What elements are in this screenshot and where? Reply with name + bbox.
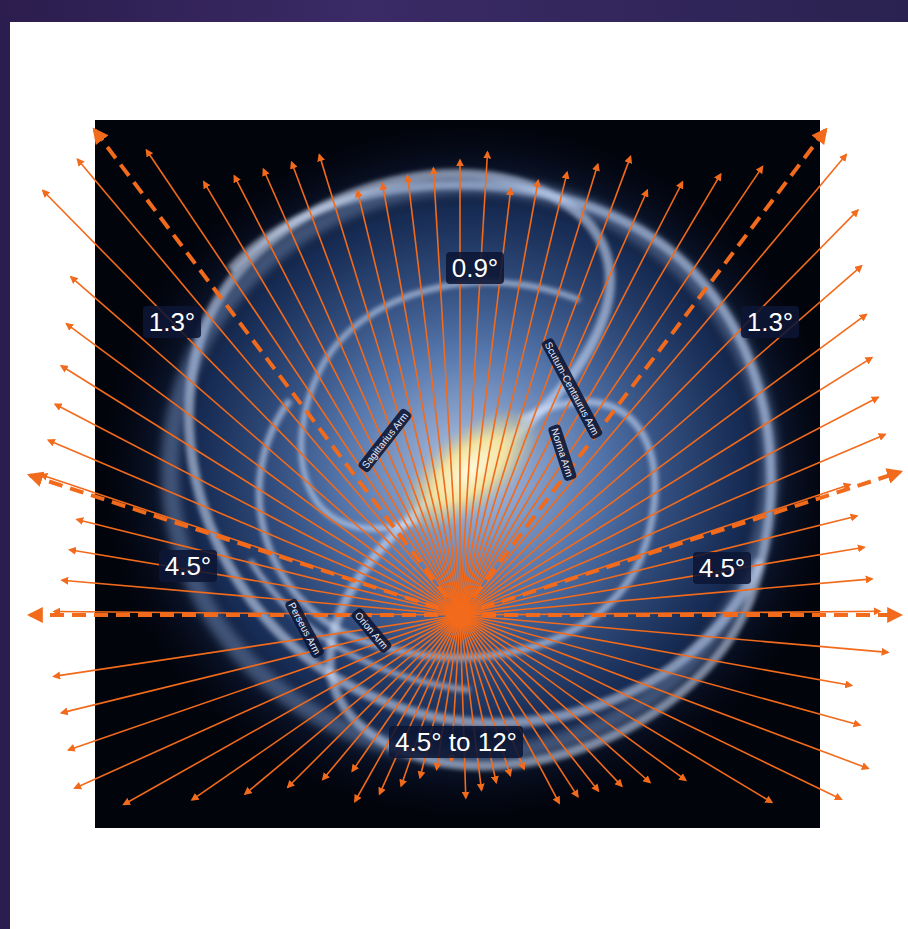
sight-line-arrow	[124, 615, 460, 805]
sight-line-arrow	[460, 157, 631, 615]
sight-line-arrow	[460, 182, 683, 615]
sight-line-arrow	[460, 615, 598, 791]
angle-label: 4.5°	[693, 552, 752, 585]
arm-name: Perseus Arm	[284, 597, 325, 659]
sight-line-arrow	[54, 615, 460, 676]
sight-line-arrow	[460, 210, 858, 615]
sight-line-arrow	[204, 182, 460, 615]
angle-label: 0.9°	[446, 252, 505, 285]
sight-line-arrow	[292, 162, 460, 615]
sight-line-arrow	[71, 277, 460, 615]
dashed-boundary-arrow	[30, 613, 460, 617]
sight-line-arrow	[460, 152, 488, 615]
sight-line-arrow	[459, 160, 461, 615]
sight-line-arrow	[234, 176, 460, 615]
sight-line-arrows	[30, 130, 900, 805]
arm-name: Scutum-Centaurus Arm	[540, 336, 603, 439]
sight-line-arrow	[263, 169, 460, 615]
dashed-boundary-arrow	[95, 130, 461, 615]
sight-line-arrow	[460, 397, 878, 615]
sight-line-arrow	[55, 404, 460, 615]
sight-line-arrow	[460, 615, 559, 803]
sight-line-arrow	[460, 516, 857, 615]
sight-line-arrow	[460, 615, 578, 797]
dashed-boundary-arrow	[460, 472, 900, 615]
dashed-boundary-arrow	[30, 475, 460, 615]
sight-line-arrow	[460, 547, 864, 615]
arm-name: Orion Arm	[351, 606, 394, 653]
sight-line-arrow	[67, 324, 461, 615]
sight-line-arrow	[382, 184, 460, 616]
sight-line-arrow	[319, 155, 460, 615]
sight-line-arrow	[460, 615, 622, 786]
sight-line-arrow	[460, 615, 466, 798]
sight-line-arrow	[460, 615, 841, 799]
angle-label: 1.3°	[741, 306, 800, 339]
sight-line-arrow	[460, 174, 721, 615]
arm-name: Norma Arm	[547, 423, 577, 481]
sight-line-arrow	[62, 580, 460, 615]
dashed-boundary-arrow	[460, 130, 826, 615]
sight-line-arrow	[460, 266, 862, 615]
sun-position	[448, 603, 472, 627]
sight-line-arrow	[77, 520, 460, 616]
angle-label: 4.5° to 12°	[389, 726, 523, 759]
sight-line-arrow	[460, 579, 872, 615]
dashed-boundary-arrow	[460, 613, 900, 617]
sight-line-arrow	[43, 191, 460, 616]
sight-line-arrow	[408, 176, 460, 615]
sight-line-arrow	[192, 615, 460, 800]
galactic-disc	[100, 120, 820, 820]
angle-label: 1.3°	[143, 306, 202, 339]
arm-name: Sagittarius Arm	[357, 407, 413, 473]
sight-line-arrow	[460, 155, 846, 615]
sight-line-arrow	[460, 358, 872, 615]
sight-line-arrow	[460, 615, 772, 802]
sight-line-arrow	[355, 615, 460, 802]
sight-line-arrow	[78, 159, 461, 615]
sight-line-arrow	[460, 314, 866, 615]
sight-line-arrow	[61, 366, 460, 615]
sight-line-arrow	[460, 435, 885, 616]
sight-line-arrow	[70, 550, 460, 615]
sight-line-arrow	[75, 615, 460, 788]
angle-label: 4.5°	[159, 550, 218, 583]
sight-line-arrow	[401, 615, 460, 786]
sight-line-arrow	[61, 615, 460, 713]
sight-line-arrow	[48, 440, 460, 615]
sight-line-arrow	[433, 168, 460, 615]
